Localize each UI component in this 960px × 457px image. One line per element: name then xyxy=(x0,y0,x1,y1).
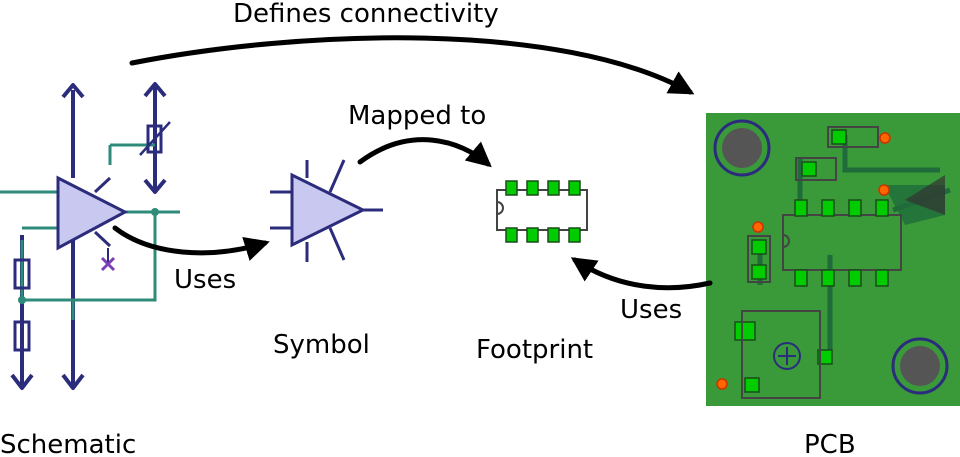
dip8-footprint xyxy=(496,180,588,243)
arrow-uses-footprint xyxy=(570,257,713,291)
label-mapped-to: Mapped to xyxy=(348,101,486,131)
connector-arrows xyxy=(112,35,713,291)
label-uses-left: Uses xyxy=(174,265,236,295)
arrow-mapped-to xyxy=(357,137,492,168)
label-schematic: Schematic xyxy=(0,430,136,457)
arrow-uses-symbol xyxy=(112,225,270,261)
label-footprint: Footprint xyxy=(476,335,593,365)
label-symbol: Symbol xyxy=(273,330,370,360)
op-amp-symbol xyxy=(270,159,383,262)
pcb-board xyxy=(706,113,960,406)
label-uses-right: Uses xyxy=(620,295,682,325)
arrow-defines-connectivity xyxy=(129,35,695,95)
label-pcb: PCB xyxy=(804,430,856,457)
label-defines-connectivity: Defines connectivity xyxy=(233,0,499,29)
schematic-drawing xyxy=(0,82,180,390)
